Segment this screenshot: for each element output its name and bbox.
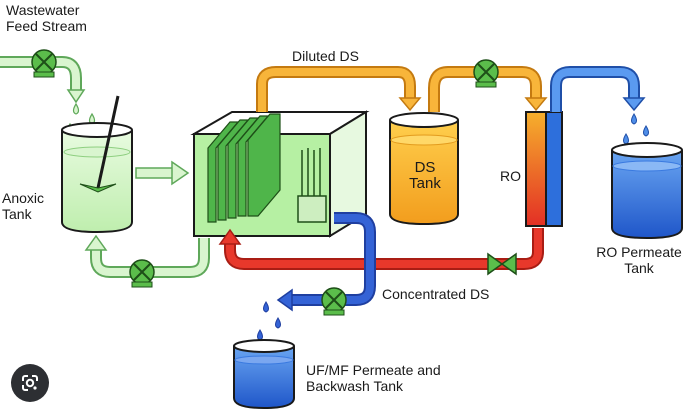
anoxic-tank bbox=[61, 122, 133, 234]
recycle-pump-icon bbox=[129, 259, 155, 288]
ds-tank-label: DS Tank bbox=[409, 159, 441, 192]
ro-permeate-droplets bbox=[623, 113, 649, 145]
valve-icon bbox=[487, 252, 517, 276]
ds-pump-icon bbox=[473, 59, 499, 88]
uf-mf-module bbox=[297, 148, 327, 223]
ro-permeate-tank bbox=[611, 142, 683, 240]
feed-stream-label: Wastewater Feed Stream bbox=[6, 2, 87, 34]
fo-membrane-plates bbox=[207, 113, 281, 223]
concentrated-ds-pipe bbox=[218, 228, 544, 270]
mixer-icon bbox=[79, 95, 120, 193]
ro-permeate-tank-label: RO Permeate Tank bbox=[596, 244, 682, 276]
ro-label: RO bbox=[500, 168, 521, 184]
anoxic-to-reactor-arrow bbox=[135, 160, 190, 186]
concentrated-ds-label: Concentrated DS bbox=[382, 286, 490, 302]
uf-mf-permeate-pipe bbox=[276, 212, 376, 312]
diluted-ds-label: Diluted DS bbox=[292, 48, 359, 64]
backwash-pump-icon bbox=[321, 287, 347, 316]
diluted-ds-pipe bbox=[256, 66, 422, 112]
google-lens-icon[interactable] bbox=[11, 364, 49, 402]
lens-glyph bbox=[22, 375, 38, 391]
ro-permeate-pipe bbox=[550, 66, 646, 112]
uf-mf-droplets bbox=[257, 301, 281, 341]
feed-stream-pipe bbox=[0, 56, 86, 104]
uf-mf-permeate-tank bbox=[233, 339, 295, 410]
ro-unit bbox=[525, 111, 563, 227]
ds-tank bbox=[389, 112, 459, 226]
uf-mf-permeate-tank-label: UF/MF Permeate and Backwash Tank bbox=[306, 362, 441, 394]
anoxic-tank-label: Anoxic Tank bbox=[2, 190, 45, 222]
membrane-reactor bbox=[190, 110, 370, 238]
feed-pump-icon bbox=[31, 49, 57, 78]
